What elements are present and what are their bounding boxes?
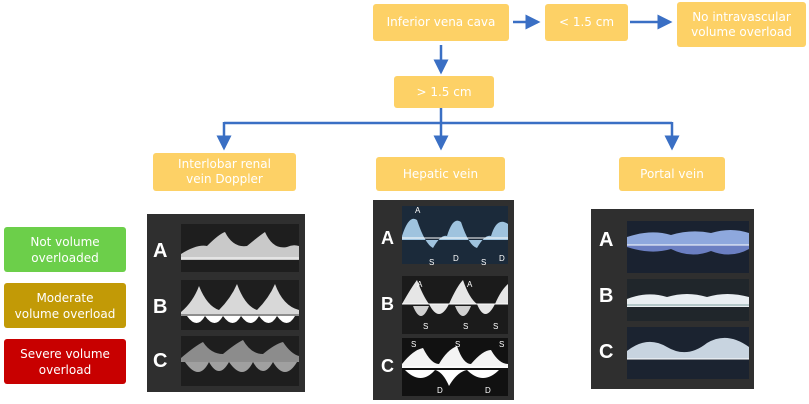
hepatic-waveforms (402, 206, 508, 396)
portal-panel-label-c: C (599, 341, 614, 363)
no-overload-label: No intravascular volume overload (691, 9, 792, 39)
portal-wave-b (627, 279, 749, 321)
hepatic-c-wave-label-2: S (455, 340, 461, 349)
portal-wave-a (627, 221, 749, 273)
lt-1-5cm-box: < 1.5 cm (545, 4, 628, 41)
renal-panel-label-b: B (153, 296, 168, 318)
hepatic-b-wave-label-3: S (423, 322, 429, 331)
hepatic-a-wave-label-3: D (453, 254, 459, 263)
hepatic-label: Hepatic vein (402, 166, 479, 181)
gt-label: > 1.5 cm (416, 84, 472, 99)
hepatic-c-wave-label-5: D (485, 386, 491, 395)
renal-label: Interlobar renal vein Doppler (178, 157, 271, 186)
hepatic-b-wave-label-1: A (417, 280, 423, 289)
hepatic-wave-b (402, 276, 508, 334)
portal-wave-c (627, 327, 749, 379)
renal-wave-b (181, 280, 299, 330)
lt-label: < 1.5 cm (558, 15, 615, 29)
legend-moderate-overload-label: Moderate volume overload (14, 290, 116, 321)
gt-1-5cm-box: > 1.5 cm (394, 76, 494, 108)
legend-severe-overload-label: Severe volume overload (20, 346, 110, 377)
portal-waveforms (627, 221, 749, 379)
hepatic-wave-c (402, 338, 508, 396)
hepatic-panel-label-a: A (381, 228, 394, 248)
portal-label: Portal vein (640, 166, 704, 181)
portal-panel-label-b: B (599, 285, 614, 307)
renal-wave-a (181, 224, 299, 272)
hepatic-b-wave-label-5: S (493, 322, 499, 331)
renal-wave-c (181, 336, 299, 386)
hepatic-panel-label-c: C (381, 356, 394, 376)
renal-panel-label-a: A (153, 240, 168, 262)
hepatic-c-wave-label-3: S (499, 340, 505, 349)
hepatic-b-wave-label-4: S (463, 322, 469, 331)
portal-panel-label-a: A (599, 229, 614, 251)
no-overload-box: No intravascular volume overload (677, 2, 806, 47)
hepatic-c-wave-label-4: D (437, 386, 443, 395)
hepatic-vein-panel: A B C A S D S D A A S S S S S S D D (373, 200, 514, 400)
renal-doppler-panel: A B C (147, 214, 305, 392)
hepatic-a-wave-label-1: A (415, 206, 421, 215)
renal-panel-label-c: C (153, 350, 168, 372)
hepatic-a-wave-label-5: D (499, 254, 505, 263)
hepatic-b-wave-label-2: A (467, 280, 473, 289)
legend-severe-overload: Severe volume overload (4, 339, 126, 384)
ivc-box: Inferior vena cava (373, 4, 509, 41)
renal-waveforms (181, 224, 299, 386)
portal-box: Portal vein (619, 157, 725, 191)
legend-not-overloaded: Not volume overloaded (4, 227, 126, 272)
hepatic-a-wave-label-2: S (429, 258, 435, 267)
hepatic-panel-label-b: B (381, 294, 394, 314)
ivc-label: Inferior vena cava (386, 15, 496, 29)
legend-not-overloaded-label: Not volume overloaded (30, 234, 100, 265)
legend-moderate-overload: Moderate volume overload (4, 283, 126, 328)
renal-box: Interlobar renal vein Doppler (153, 153, 296, 191)
hepatic-wave-a (402, 206, 508, 264)
portal-vein-panel: A B C (591, 209, 754, 389)
hepatic-a-wave-label-4: S (481, 258, 487, 267)
hepatic-c-wave-label-1: S (411, 340, 417, 349)
hepatic-box: Hepatic vein (376, 157, 505, 191)
